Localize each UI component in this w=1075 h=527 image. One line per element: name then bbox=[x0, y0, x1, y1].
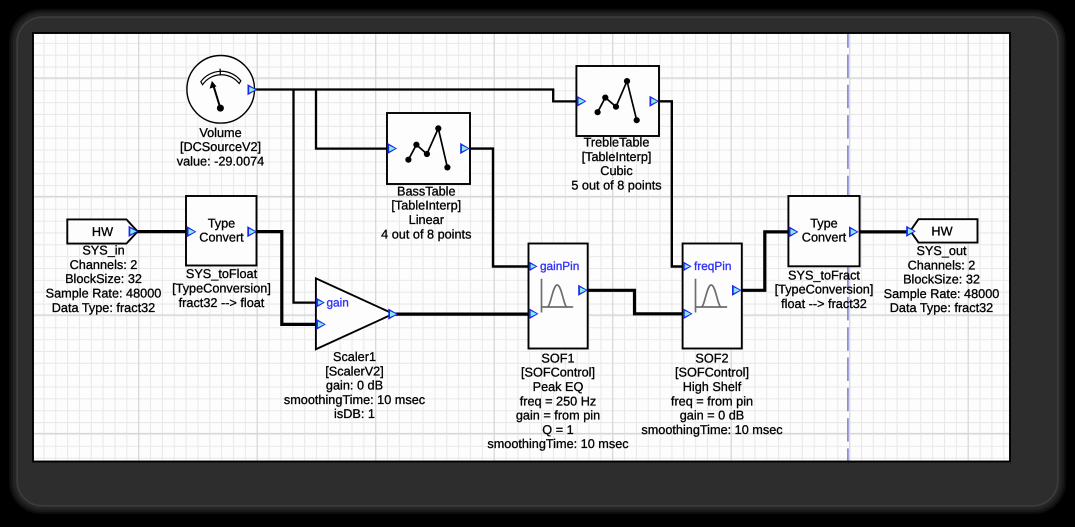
svg-text:Linear: Linear bbox=[409, 213, 445, 227]
svg-text:Scaler1: Scaler1 bbox=[333, 350, 376, 364]
svg-text:gain = from pin: gain = from pin bbox=[516, 409, 600, 423]
svg-text:SYS_toFloat: SYS_toFloat bbox=[186, 267, 258, 281]
svg-text:BassTable: BassTable bbox=[397, 184, 456, 198]
svg-text:smoothingTime: 10 msec: smoothingTime: 10 msec bbox=[641, 423, 783, 437]
svg-text:gain: gain bbox=[327, 295, 349, 309]
svg-text:Convert: Convert bbox=[199, 231, 244, 245]
svg-text:fract32 --> float: fract32 --> float bbox=[179, 296, 265, 310]
svg-text:High Shelf: High Shelf bbox=[683, 380, 742, 394]
svg-text:freq = 250 Hz: freq = 250 Hz bbox=[520, 394, 597, 408]
svg-text:isDB: 1: isDB: 1 bbox=[334, 407, 375, 421]
svg-text:Sample Rate: 48000: Sample Rate: 48000 bbox=[884, 287, 1000, 301]
svg-text:SYS_toFract: SYS_toFract bbox=[788, 268, 860, 282]
svg-text:smoothingTime: 10 msec: smoothingTime: 10 msec bbox=[487, 437, 629, 451]
svg-text:[SOFControl]: [SOFControl] bbox=[521, 366, 595, 380]
svg-text:gainPin: gainPin bbox=[540, 259, 579, 273]
svg-text:Cubic: Cubic bbox=[600, 164, 633, 178]
svg-text:freqPin: freqPin bbox=[694, 259, 731, 273]
svg-text:Volume: Volume bbox=[199, 126, 241, 140]
svg-text:[TableInterp]: [TableInterp] bbox=[582, 150, 652, 164]
svg-text:5 out of 8 points: 5 out of 8 points bbox=[571, 178, 661, 192]
svg-text:4 out of 8 points: 4 out of 8 points bbox=[381, 227, 471, 241]
svg-text:Convert: Convert bbox=[802, 231, 847, 245]
svg-text:gain: 0 dB: gain: 0 dB bbox=[326, 379, 383, 393]
svg-text:freq = from pin: freq = from pin bbox=[671, 394, 753, 408]
svg-text:[TypeConversion]: [TypeConversion] bbox=[172, 282, 271, 296]
svg-text:Q = 1: Q = 1 bbox=[542, 423, 573, 437]
svg-text:gain = 0 dB: gain = 0 dB bbox=[680, 409, 745, 423]
svg-text:BlockSize: 32: BlockSize: 32 bbox=[65, 272, 142, 286]
svg-text:[ScalerV2]: [ScalerV2] bbox=[325, 364, 384, 378]
svg-text:HW: HW bbox=[931, 224, 952, 238]
svg-text:TrebleTable: TrebleTable bbox=[584, 136, 650, 150]
svg-text:float --> fract32: float --> fract32 bbox=[781, 297, 867, 311]
svg-text:SYS_out: SYS_out bbox=[916, 244, 967, 258]
svg-text:Channels: 2: Channels: 2 bbox=[908, 258, 976, 272]
svg-text:HW: HW bbox=[92, 225, 113, 239]
svg-text:Data Type: fract32: Data Type: fract32 bbox=[52, 301, 155, 315]
svg-text:[TableInterp]: [TableInterp] bbox=[391, 199, 461, 213]
svg-text:SYS_in: SYS_in bbox=[82, 244, 124, 258]
svg-text:smoothingTime: 10 msec: smoothingTime: 10 msec bbox=[284, 393, 426, 407]
svg-text:Type: Type bbox=[810, 216, 838, 230]
svg-text:[SOFControl]: [SOFControl] bbox=[675, 366, 749, 380]
svg-text:Peak EQ: Peak EQ bbox=[533, 380, 584, 394]
svg-text:[TypeConversion]: [TypeConversion] bbox=[775, 283, 874, 297]
svg-text:Type: Type bbox=[208, 216, 236, 230]
svg-text:BlockSize: 32: BlockSize: 32 bbox=[903, 273, 980, 287]
svg-text:[DCSourceV2]: [DCSourceV2] bbox=[180, 140, 261, 154]
svg-text:Sample Rate: 48000: Sample Rate: 48000 bbox=[46, 287, 162, 301]
svg-text:Channels: 2: Channels: 2 bbox=[70, 258, 138, 272]
svg-text:Data Type: fract32: Data Type: fract32 bbox=[890, 301, 993, 315]
svg-text:SOF2: SOF2 bbox=[695, 351, 728, 365]
svg-text:value: -29.0074: value: -29.0074 bbox=[177, 154, 264, 168]
svg-text:SOF1: SOF1 bbox=[541, 351, 574, 365]
